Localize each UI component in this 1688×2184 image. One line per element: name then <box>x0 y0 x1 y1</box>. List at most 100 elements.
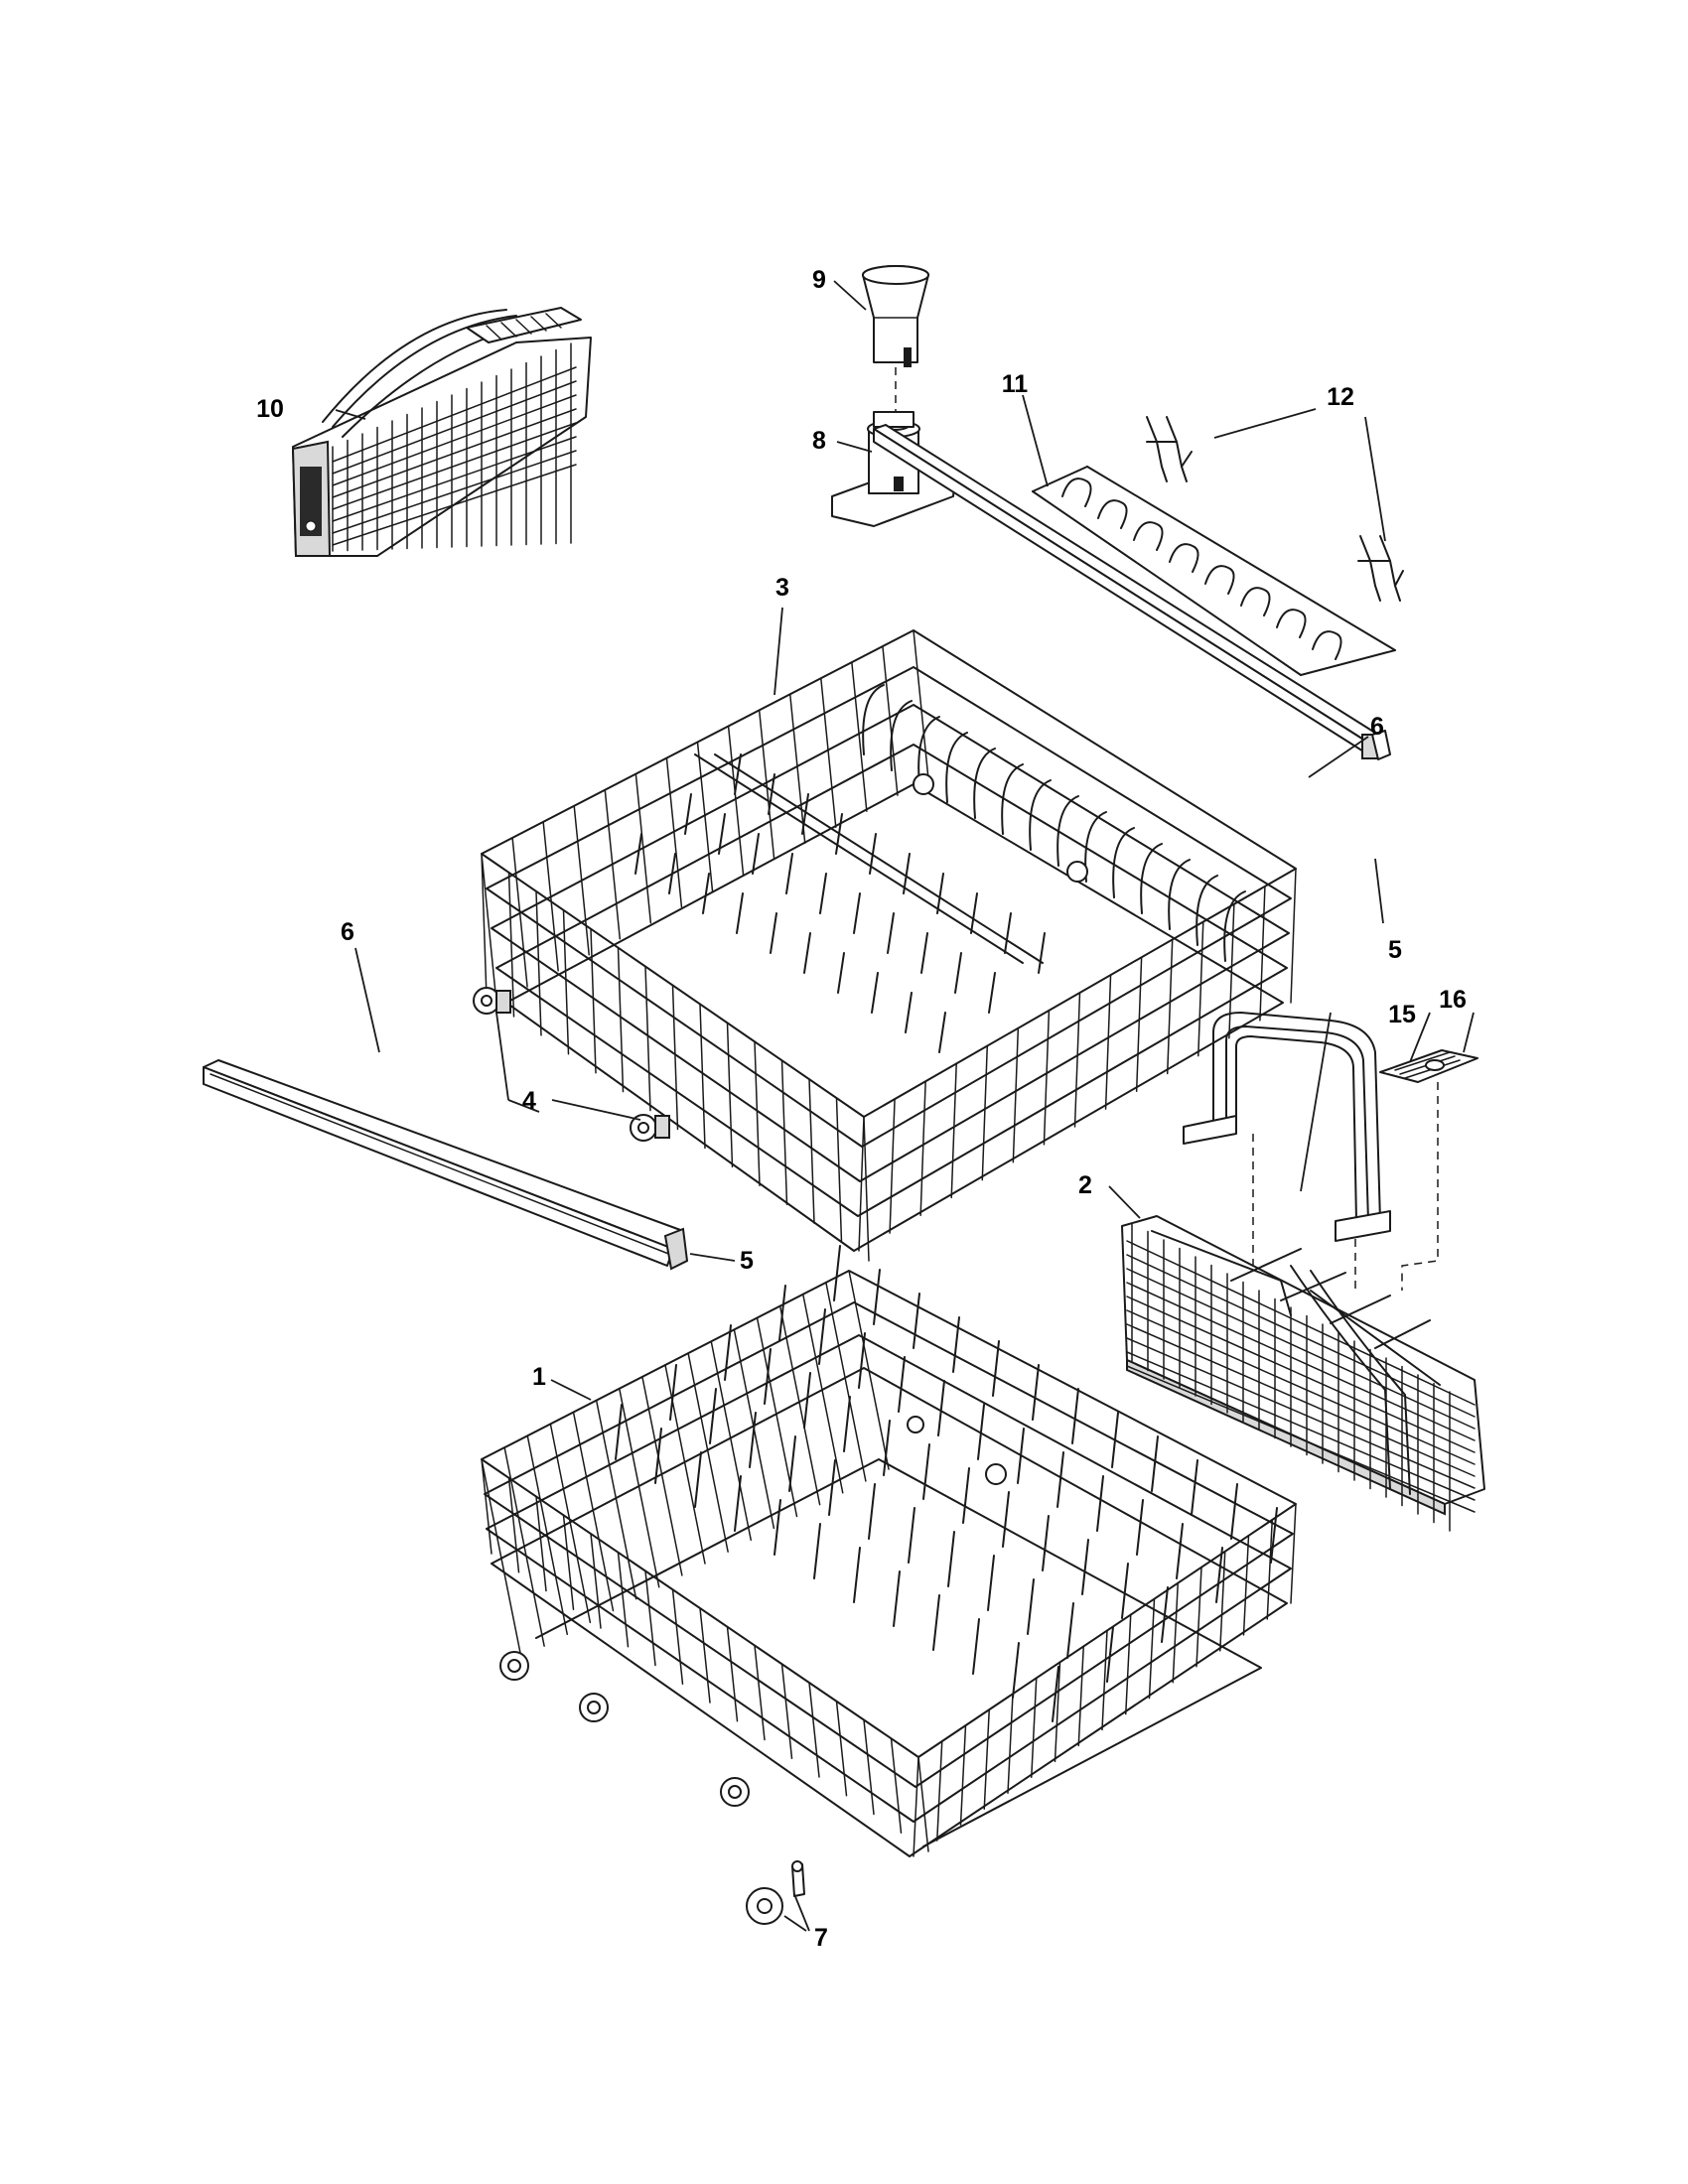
rack-tine <box>778 1285 786 1341</box>
rack-tine <box>873 1269 881 1325</box>
rack-upright <box>919 1080 926 1217</box>
basket-wire <box>332 366 577 463</box>
shelf-loop <box>1169 543 1199 573</box>
rack-upright <box>825 1282 867 1482</box>
rack-upright <box>726 1022 734 1168</box>
part-10-silverware-basket <box>291 307 592 557</box>
rack-upright <box>503 1446 545 1647</box>
rack-upright <box>644 965 651 1112</box>
part-5-rail-stop-lower <box>663 1227 689 1271</box>
callout-5-upper: 5 <box>1388 936 1402 964</box>
rack-tine <box>992 1340 1000 1397</box>
basket-wire <box>332 464 577 546</box>
rack-tine <box>905 992 913 1033</box>
rack-tine <box>774 1499 781 1556</box>
rack-upright <box>913 1756 919 1857</box>
part-7-wheel-axle <box>746 1860 805 1925</box>
rack-tine <box>952 1316 960 1373</box>
rack-tine <box>973 748 996 819</box>
basket-wire <box>332 422 577 510</box>
rack-upright <box>890 1737 903 1834</box>
part-4-upper-rack-wheel <box>473 987 511 1015</box>
rack-tine <box>947 1531 955 1587</box>
rack-tine <box>922 1443 930 1500</box>
rack-upright <box>913 629 929 780</box>
rack-upright <box>710 1340 752 1541</box>
part-3-upper-rack <box>481 629 1297 1262</box>
rack-tine <box>1136 1499 1144 1556</box>
lower-rack-wheel <box>720 1777 750 1807</box>
rack-tine <box>1056 1451 1064 1508</box>
rack-tine <box>1230 1483 1238 1540</box>
rack-tine <box>1032 1364 1040 1421</box>
basket-wire <box>332 450 577 534</box>
rack-upright <box>889 1098 896 1234</box>
rack-upright <box>1012 1026 1020 1163</box>
basket-wire <box>1126 1282 1476 1441</box>
part-12-shelf-clip-upper <box>1146 416 1193 482</box>
rack-upright <box>699 1607 711 1704</box>
callout-4: 4 <box>522 1087 536 1115</box>
rack-upright <box>936 1740 943 1842</box>
rack-tine <box>1081 1539 1089 1595</box>
basket-wire <box>332 394 577 486</box>
rack-upright <box>802 1294 844 1494</box>
rack-upright <box>481 1458 522 1659</box>
rack-upright <box>572 1411 615 1612</box>
lower-rack-wheel <box>499 1651 529 1681</box>
rack-tine <box>988 972 996 1014</box>
rack-tine <box>1084 811 1107 883</box>
rack-tine <box>734 1475 742 1532</box>
part-16-basket-insert <box>1379 1049 1478 1291</box>
rack-tine <box>1071 1388 1079 1444</box>
rack-tine <box>1017 1428 1025 1484</box>
rack-upright <box>848 1270 890 1470</box>
rack-upright <box>788 693 806 845</box>
rack-tine <box>828 1459 836 1516</box>
callout-6-lower: 6 <box>341 918 354 946</box>
part-1-lower-rack <box>481 1245 1297 1857</box>
rack-tine <box>803 932 811 974</box>
rack-tine <box>1042 1515 1050 1571</box>
rack-upright <box>687 1352 729 1553</box>
rack-tine <box>843 1396 851 1452</box>
rack-tine <box>818 1308 826 1365</box>
rack-tine <box>1168 859 1191 930</box>
rack-tine <box>1196 875 1218 946</box>
rack-upright <box>1007 1693 1014 1794</box>
rack-upright <box>542 821 559 972</box>
rack-tine <box>770 912 777 954</box>
rack-tine <box>1038 932 1046 974</box>
part-4-upper-rack-wheel <box>630 1114 670 1142</box>
rack-upright <box>808 1682 820 1778</box>
rack-tine <box>972 1618 980 1675</box>
rack-upright <box>950 1062 957 1199</box>
rack-tine <box>1096 1475 1104 1532</box>
rack-upright <box>780 1663 793 1759</box>
rack-upright <box>1148 1597 1156 1700</box>
rack-tine <box>962 1467 970 1524</box>
rack-tine <box>936 873 944 914</box>
rack-tine <box>908 1507 915 1564</box>
rack-tine <box>803 1372 811 1429</box>
rack-tine <box>669 1364 677 1421</box>
shelf-loop <box>1133 521 1164 551</box>
basket-wire <box>1126 1365 1476 1513</box>
rack-upright <box>617 946 625 1093</box>
rack-upright <box>1266 1519 1273 1620</box>
rack-tine <box>890 700 913 771</box>
rack-upright <box>507 1477 520 1573</box>
rack-upright <box>1031 1677 1038 1779</box>
rack-tine <box>752 833 760 875</box>
rack-tine <box>736 892 744 934</box>
rack-tine <box>1027 1578 1035 1635</box>
shelf-loop <box>1204 565 1235 595</box>
rack-tine <box>1106 1626 1114 1683</box>
part-6-rail-lower <box>203 1059 684 1267</box>
rack-upright <box>549 1423 592 1624</box>
rack-upright <box>863 1116 870 1262</box>
rack-tine <box>634 833 642 875</box>
rack-upright <box>573 805 590 956</box>
rack-tine <box>868 1483 876 1540</box>
